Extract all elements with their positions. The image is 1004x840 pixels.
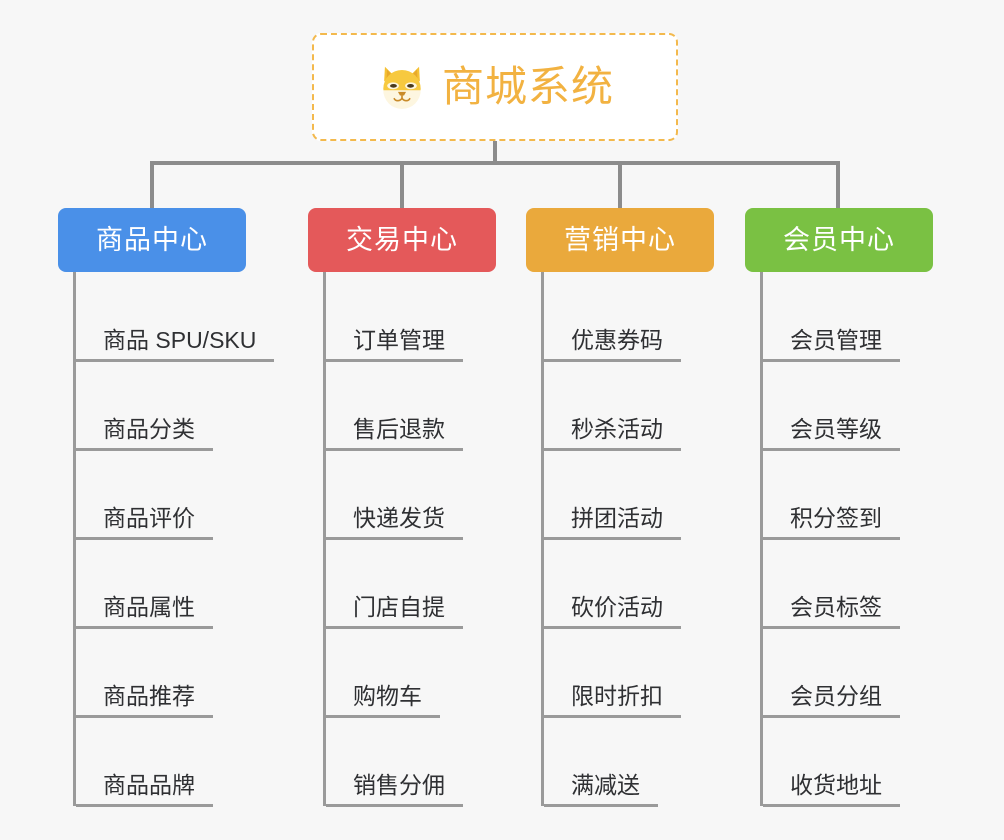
- connector-drop-4: [836, 161, 840, 208]
- list-item[interactable]: 满减送: [541, 718, 714, 807]
- column-交易中心: 交易中心 订单管理 售后退款 快递发货 门店自提 购物车 销售分佣: [308, 208, 496, 807]
- list-item-label: 订单管理: [326, 328, 463, 362]
- root-node[interactable]: 商城系统: [312, 33, 678, 141]
- list-item-label: 商品评价: [76, 506, 213, 540]
- column-营销中心: 营销中心 优惠券码 秒杀活动 拼团活动 砍价活动 限时折扣 满减送: [526, 208, 714, 807]
- list-item-label: 商品分类: [76, 417, 213, 451]
- list-item[interactable]: 秒杀活动: [541, 362, 714, 451]
- list-item-label: 售后退款: [326, 417, 463, 451]
- leaf-group-1: 订单管理 售后退款 快递发货 门店自提 购物车 销售分佣: [323, 272, 496, 807]
- leaf-rail: [323, 272, 326, 806]
- list-item-label: 商品 SPU/SKU: [76, 328, 275, 362]
- list-item[interactable]: 购物车: [323, 629, 496, 718]
- connector-bar: [150, 161, 840, 165]
- list-item[interactable]: 优惠券码: [541, 273, 714, 362]
- root-title: 商城系统: [441, 63, 614, 110]
- list-item[interactable]: 售后退款: [323, 362, 496, 451]
- list-item[interactable]: 快递发货: [323, 451, 496, 540]
- column-header-2[interactable]: 营销中心: [526, 208, 714, 272]
- list-item[interactable]: 商品分类: [73, 362, 246, 451]
- list-item-label: 限时折扣: [544, 684, 681, 718]
- list-item-label: 会员管理: [763, 328, 900, 362]
- list-item-label: 会员分组: [763, 684, 900, 718]
- connector-drop-2: [400, 161, 404, 208]
- shiba-dog-icon: [376, 61, 428, 113]
- list-item[interactable]: 商品推荐: [73, 629, 246, 718]
- leaf-group-0: 商品 SPU/SKU 商品分类 商品评价 商品属性 商品推荐 商品品牌: [73, 272, 275, 807]
- list-item[interactable]: 销售分佣: [323, 718, 496, 807]
- leaf-rail: [73, 272, 76, 806]
- column-商品中心: 商品中心 商品 SPU/SKU 商品分类 商品评价 商品属性 商品推荐 商品品牌: [58, 208, 275, 807]
- connector-drop-1: [150, 161, 154, 208]
- list-item[interactable]: 商品品牌: [73, 718, 246, 807]
- leaf-group-3: 会员管理 会员等级 积分签到 会员标签 会员分组 收货地址: [760, 272, 933, 807]
- list-item-label: 积分签到: [763, 506, 900, 540]
- list-item-label: 秒杀活动: [544, 417, 681, 451]
- list-item-label: 销售分佣: [326, 773, 463, 807]
- column-会员中心: 会员中心 会员管理 会员等级 积分签到 会员标签 会员分组 收货地址: [745, 208, 933, 807]
- list-item-label: 商品品牌: [76, 773, 213, 807]
- list-item[interactable]: 商品属性: [73, 540, 246, 629]
- list-item[interactable]: 商品评价: [73, 451, 246, 540]
- list-item-label: 优惠券码: [544, 328, 681, 362]
- list-item[interactable]: 会员等级: [760, 362, 933, 451]
- list-item[interactable]: 砍价活动: [541, 540, 714, 629]
- column-header-3[interactable]: 会员中心: [745, 208, 933, 272]
- list-item[interactable]: 会员管理: [760, 273, 933, 362]
- list-item-label: 会员标签: [763, 595, 900, 629]
- column-header-1[interactable]: 交易中心: [308, 208, 496, 272]
- list-item-label: 砍价活动: [544, 595, 681, 629]
- leaf-rail: [760, 272, 763, 806]
- list-item-label: 快递发货: [326, 506, 463, 540]
- list-item[interactable]: 收货地址: [760, 718, 933, 807]
- list-item-label: 商品推荐: [76, 684, 213, 718]
- leaf-rail: [541, 272, 544, 806]
- list-item-label: 收货地址: [763, 773, 900, 807]
- list-item-label: 会员等级: [763, 417, 900, 451]
- list-item[interactable]: 门店自提: [323, 540, 496, 629]
- list-item[interactable]: 会员标签: [760, 540, 933, 629]
- column-header-label: 营销中心: [564, 224, 676, 255]
- list-item[interactable]: 拼团活动: [541, 451, 714, 540]
- list-item[interactable]: 商品 SPU/SKU: [73, 273, 275, 362]
- list-item-label: 商品属性: [76, 595, 213, 629]
- list-item[interactable]: 限时折扣: [541, 629, 714, 718]
- list-item-label: 拼团活动: [544, 506, 681, 540]
- list-item-label: 购物车: [326, 684, 440, 718]
- list-item[interactable]: 积分签到: [760, 451, 933, 540]
- list-item-label: 门店自提: [326, 595, 463, 629]
- list-item[interactable]: 订单管理: [323, 273, 496, 362]
- connector-stem: [493, 141, 497, 164]
- column-header-label: 商品中心: [96, 224, 208, 255]
- leaf-group-2: 优惠券码 秒杀活动 拼团活动 砍价活动 限时折扣 满减送: [541, 272, 714, 807]
- connector-drop-3: [618, 161, 622, 208]
- column-header-0[interactable]: 商品中心: [58, 208, 246, 272]
- column-header-label: 会员中心: [783, 224, 895, 255]
- column-header-label: 交易中心: [346, 224, 458, 255]
- list-item-label: 满减送: [544, 773, 658, 807]
- list-item[interactable]: 会员分组: [760, 629, 933, 718]
